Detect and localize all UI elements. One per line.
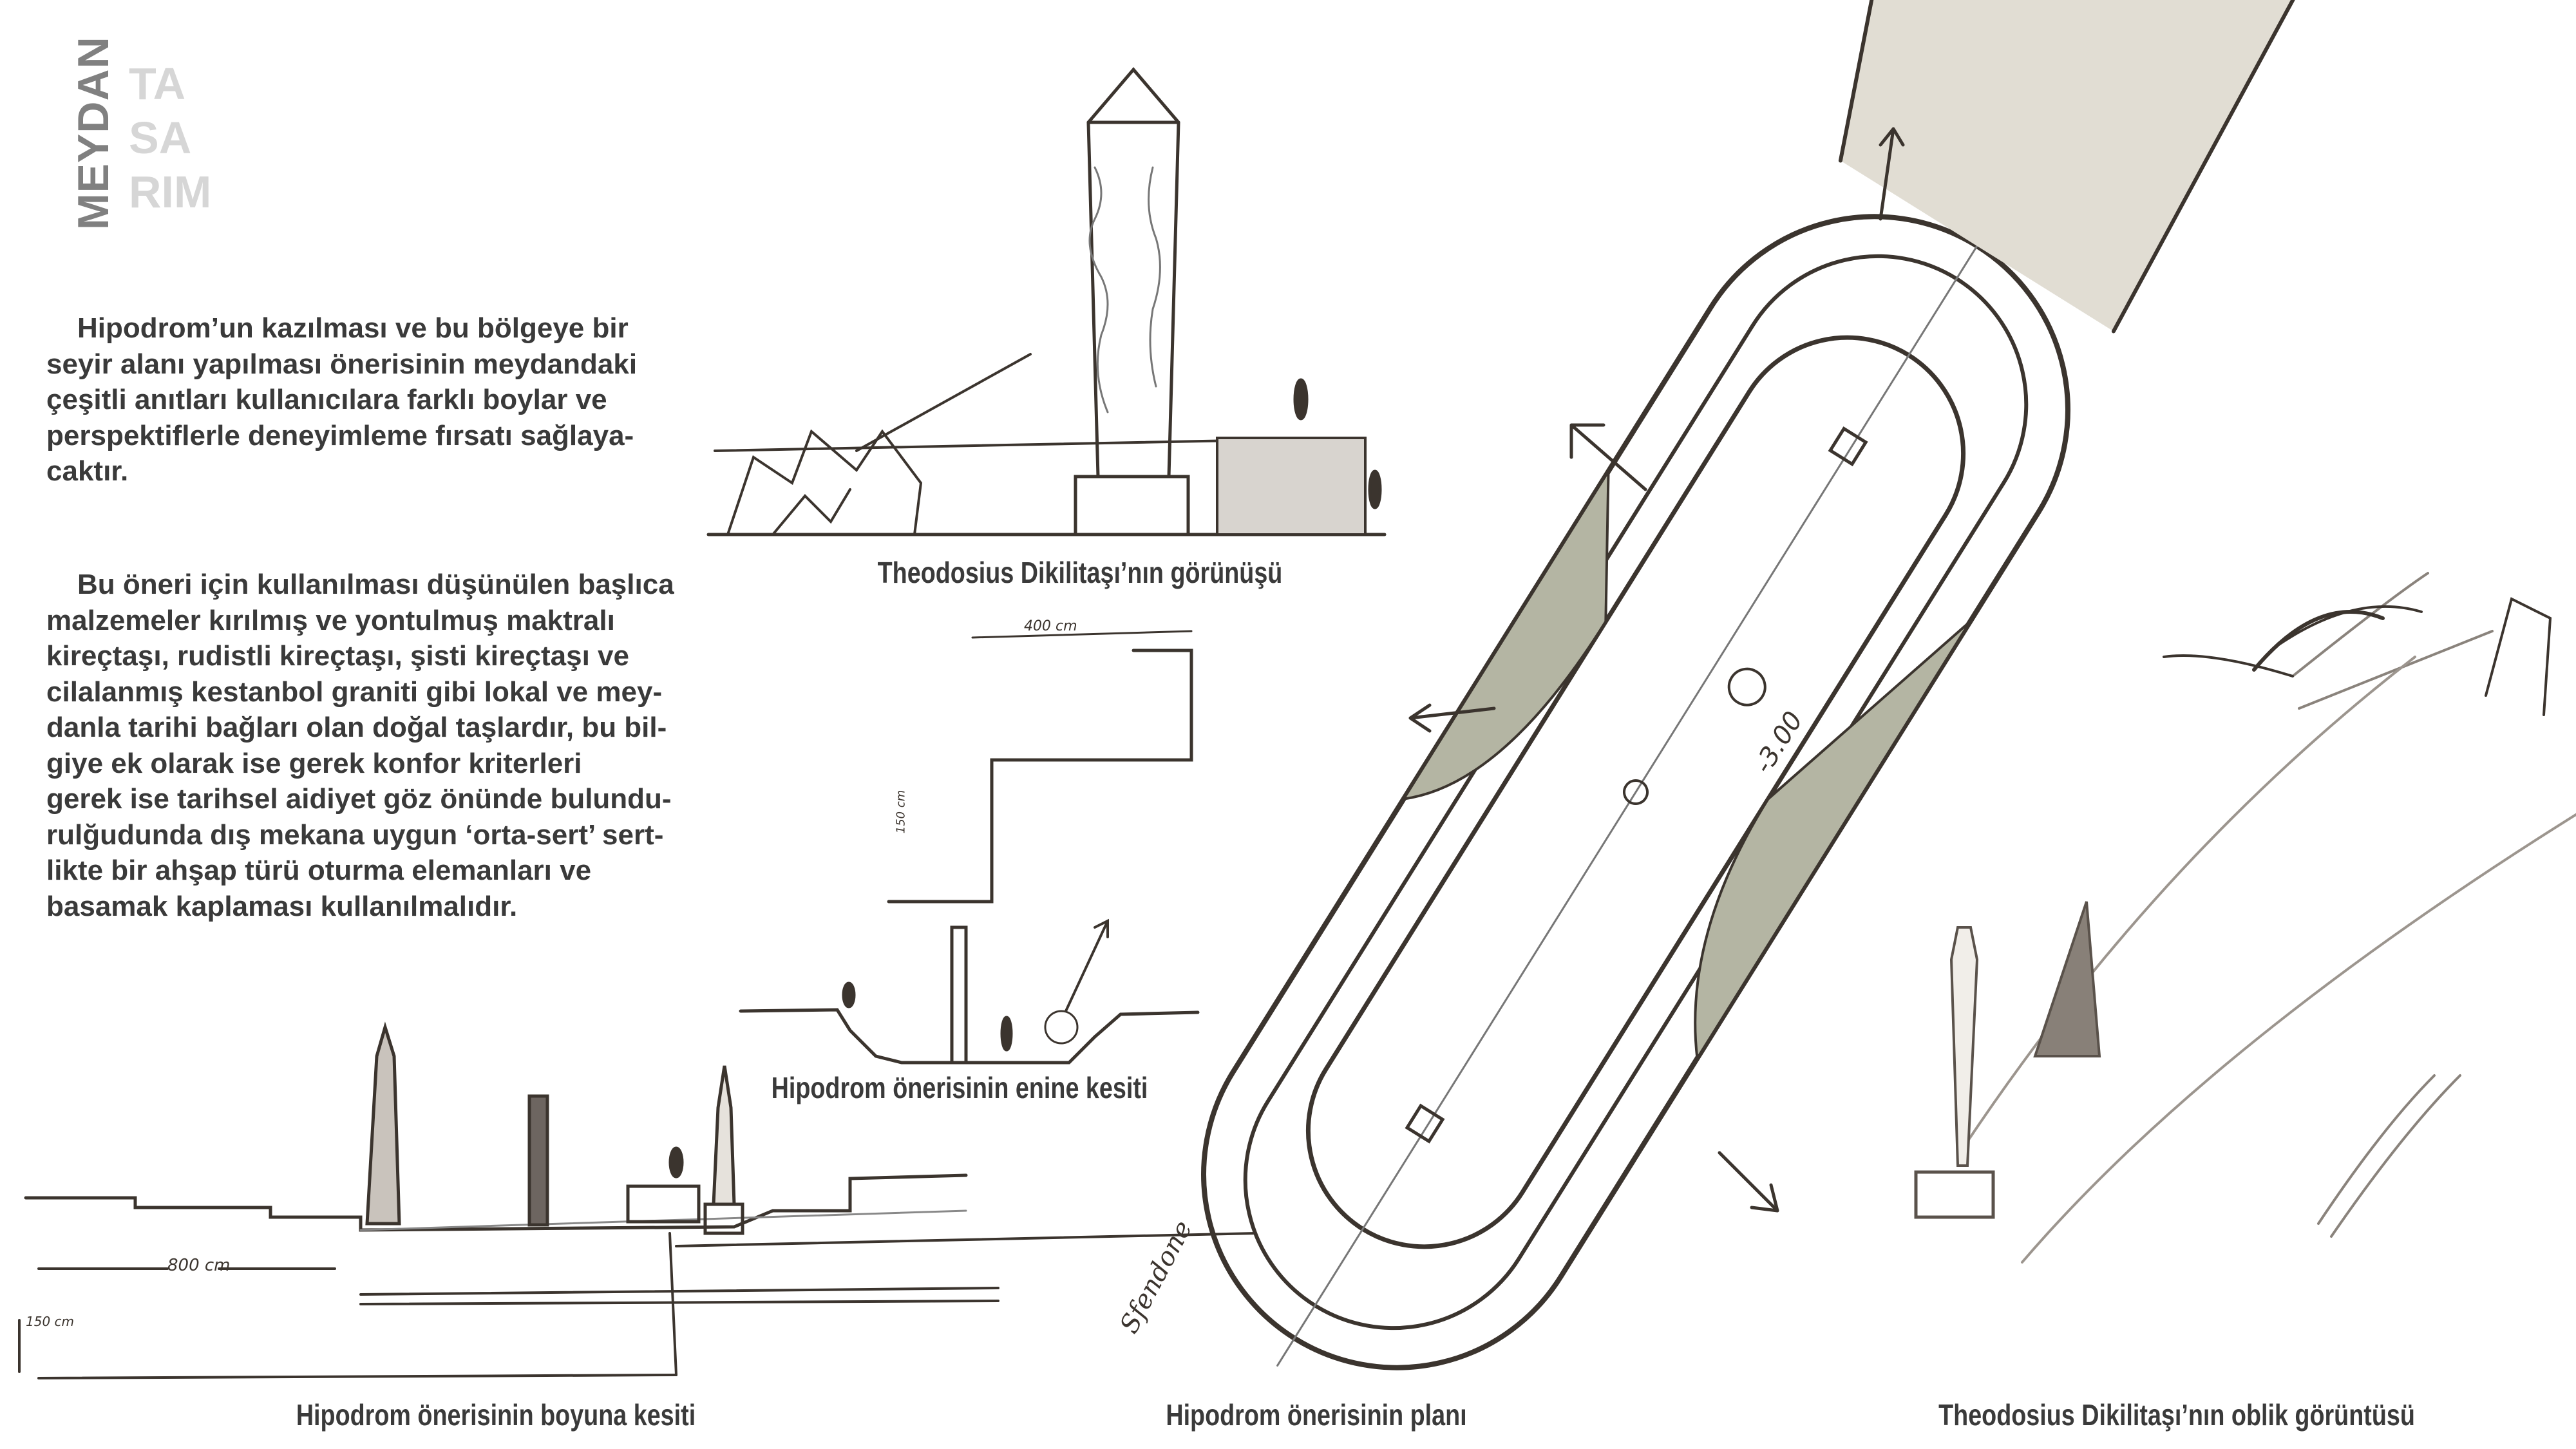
- text-line: Bu öneri için kullanılması düşünülen baş…: [77, 569, 674, 600]
- materials-paragraph: Bu öneri için kullanılması düşünülen baş…: [46, 567, 729, 924]
- cross-section-width-note: 400 cm: [1024, 618, 1077, 634]
- text-line: seyir alanı yapılması önerisinin meydand…: [46, 348, 638, 380]
- caption-oblique: Theodosius Dikilitaşı’nın oblik görüntüs…: [1938, 1398, 2415, 1432]
- long-section-height-note: 150 cm: [26, 1314, 75, 1329]
- intro-paragraph: Hipodrom’un kazılması ve bu bölgeye bir …: [46, 310, 729, 489]
- text-line: basamak kaplaması kullanılmalıdır.: [46, 890, 518, 922]
- text-line: likte bir ahşap türü oturma elemanları v…: [46, 855, 592, 886]
- caption-plan: Hipodrom önerisinin planı: [1166, 1398, 1467, 1432]
- text-line: cilalanmış kestanbol graniti gibi lokal …: [46, 676, 663, 708]
- text-line: kireçtaşı, rudistli kireçtaşı, şisti kir…: [46, 640, 629, 672]
- text-line: Hipodrom’un kazılması ve bu bölgeye bir: [77, 312, 629, 344]
- long-section-width-note: 800 cm: [167, 1256, 231, 1275]
- cross-section-height-note: 150 cm: [894, 790, 908, 834]
- text-line: çeşitli anıtları kullanıcılara farklı bo…: [46, 384, 607, 415]
- text-line: giye ek olarak ise gerek konfor kriterle…: [46, 747, 582, 779]
- caption-long-section: Hipodrom önerisinin boyuna kesiti: [296, 1398, 696, 1432]
- text-line: perspektiflerle deneyimleme fırsatı sağl…: [46, 419, 634, 451]
- text-line: caktır.: [46, 455, 129, 487]
- text-line: rulğudunda dış mekana uygun ‘orta-sert’ …: [46, 819, 664, 851]
- logo-ghost-2: SA: [129, 113, 192, 163]
- caption-cross-section: Hipodrom önerisinin enine kesiti: [771, 1071, 1148, 1104]
- text-line: gerek ise tarihsel aidiyet göz önünde bu…: [46, 783, 672, 815]
- obelisk-view-sketch: [706, 67, 1387, 536]
- logo-ghost-3: RIM: [129, 167, 212, 217]
- long-section-sketch: [18, 1021, 1257, 1379]
- text-line: malzemeler kırılmış ve yontulmuş maktral…: [46, 604, 615, 636]
- oblique-sketch: [1914, 572, 2576, 1264]
- logo-ghost-1: TA: [129, 59, 186, 109]
- plan-sketch: [1201, 0, 2362, 1370]
- text-line: danla tarihi bağları olan doğal taşlardı…: [46, 712, 667, 743]
- logo: TA SA RIM MEYDAN: [45, 36, 238, 237]
- cross-section-sketch: [739, 630, 1200, 1065]
- plan-arrows: [1408, 127, 1905, 1213]
- caption-obelisk-view: Theodosius Dikilitaşı’nın görünüşü: [877, 556, 1283, 589]
